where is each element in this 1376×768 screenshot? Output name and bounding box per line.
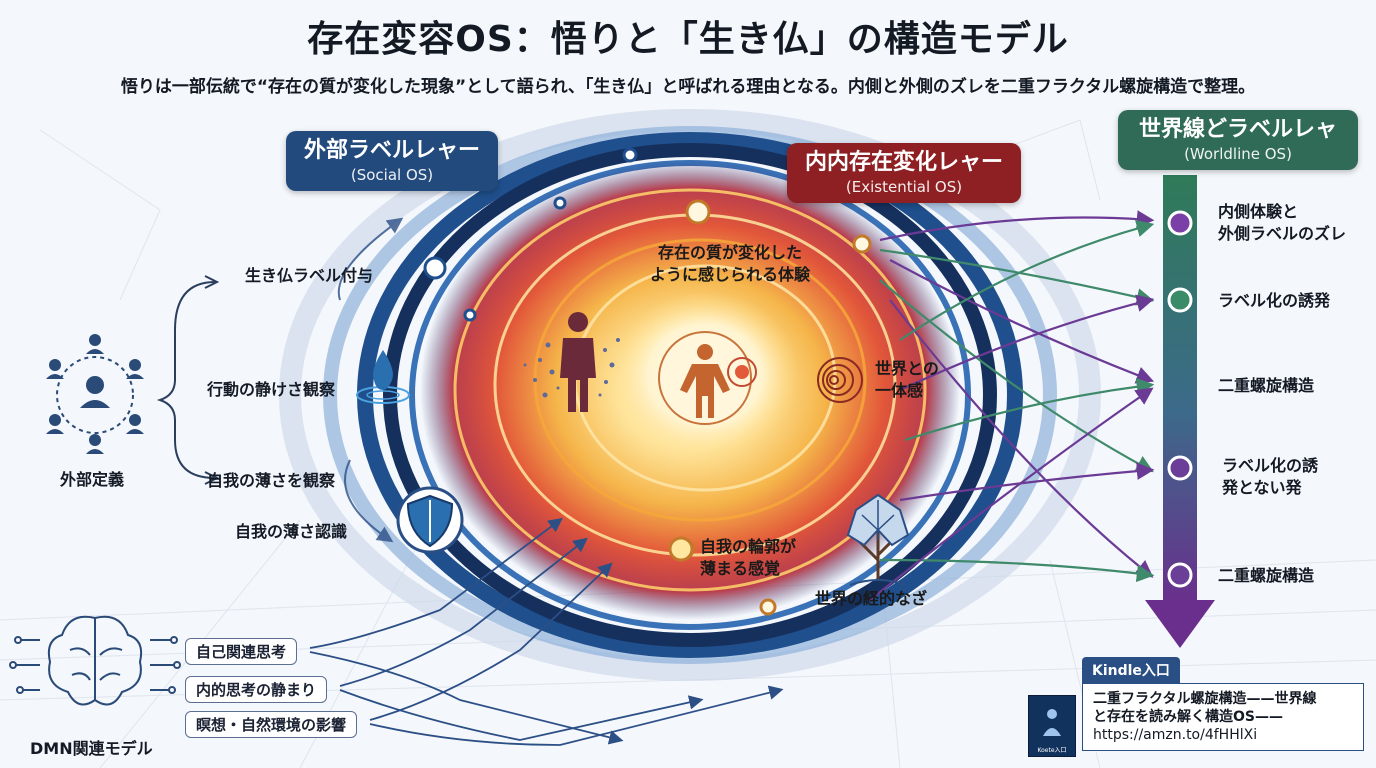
oneness-label: 世界との 一体感 — [875, 359, 939, 400]
worldline-layer-box: 世界線どラベルレャ (Worldline OS) — [1118, 110, 1358, 170]
outer-blue-spiral — [279, 109, 1101, 681]
book-cover[interactable]: Koete入口 — [1028, 695, 1076, 757]
worldline-item-double-helix-2: 二重螺旋構造 — [1218, 566, 1315, 585]
worldline-node — [1167, 287, 1193, 313]
external-definition-label: 外部定義 — [60, 470, 125, 489]
meditating-figure-icon — [1043, 709, 1061, 736]
internal-layer-name: 内内存在変化レャー — [804, 150, 1003, 175]
label-living-buddha: 生き仏ラベル付与 — [245, 266, 374, 285]
worldline-node — [1167, 562, 1193, 588]
external-layer-os: (Social OS) — [350, 166, 434, 184]
worldline-arrows — [869, 210, 1155, 601]
worldline-node — [1167, 210, 1193, 236]
kindle-entry-box: Kindle入口 二重フラクタル螺旋構造——世界線 と存在を読み解く構造OS——… — [1082, 657, 1364, 757]
world-path-label: 世界の経的なざ — [815, 589, 928, 608]
people-network-icon — [46, 334, 144, 454]
kindle-tab: Kindle入口 — [1082, 657, 1180, 683]
label-arrows — [337, 217, 404, 543]
internal-layer-box: 内内存在変化レャー (Existential OS) — [787, 143, 1021, 203]
shield-icon — [396, 486, 464, 554]
worldline-item-labeling: ラベル化の誘発 — [1218, 291, 1331, 310]
brain-icon — [9, 615, 181, 706]
kindle-book-line1: 二重フラクタル螺旋構造——世界線 — [1093, 691, 1317, 707]
quality-change-label: 存在の質が変化した ように感じられる体験 — [649, 243, 810, 284]
ego-outline-label: 自我の輪郭が 薄まる感覚 — [700, 537, 797, 578]
left-bracket — [156, 275, 220, 485]
kindle-link[interactable]: https://amzn.to/4fHHlXi — [1093, 727, 1258, 743]
water-drop-icon — [356, 350, 410, 404]
worldline-item-gap: 内側体験と 外側ラベルのズレ — [1218, 202, 1347, 243]
label-thin-ego-observe: 自我の薄さを観察 — [207, 471, 336, 490]
external-layer-name: 外部ラベルレャー — [303, 138, 480, 163]
page-subtitle: 悟りは一部伝統で“存在の質が変化した現象”として語られ、「生き仏」と呼ばれる理由… — [120, 77, 1256, 97]
dmn-item-meditation: 瞑想・自然環境の影響 — [185, 711, 358, 738]
central-person-icon — [658, 331, 757, 425]
worldline-nodes — [1167, 210, 1193, 588]
worldline-item-double-helix-1: 二重螺旋構造 — [1218, 376, 1315, 395]
worldline-layer-name: 世界線どラベルレャ — [1138, 117, 1337, 142]
concentric-rings-icon — [817, 357, 863, 403]
label-calm-behavior: 行動の静けさ観察 — [207, 380, 336, 399]
book-cover-text: Koete入口 — [1037, 747, 1067, 754]
ego-ring-marker — [668, 536, 694, 562]
kindle-book-line2: と存在を読み解く構造OS—— — [1093, 709, 1283, 725]
internal-layer-os: (Existential OS) — [845, 178, 963, 196]
label-thin-ego-recognize: 自我の薄さ認識 — [235, 522, 348, 541]
page-title: 存在変容OS：悟りと「生き仏」の構造モデル — [307, 19, 1069, 60]
tree-icon — [846, 493, 910, 586]
dissolving-person-icon — [523, 312, 620, 412]
dmn-arrows — [309, 517, 784, 746]
dmn-title: DMN関連モデル — [30, 739, 153, 758]
worldline-node — [1167, 455, 1193, 481]
kindle-body: 二重フラクタル螺旋構造——世界線 と存在を読み解く構造OS—— https://… — [1082, 683, 1364, 751]
dmn-item-inner-calm: 内的思考の静まり — [185, 676, 328, 703]
worldline-layer-os: (Worldline OS) — [1184, 145, 1292, 163]
worldline-bar — [1145, 175, 1215, 648]
external-layer-box: 外部ラベルレャー (Social OS) — [286, 131, 498, 191]
worldline-item-labeling-2: ラベル化の誘 発とない発 — [1222, 456, 1319, 497]
dmn-item-self-thought: 自己関連思考 — [185, 638, 298, 665]
